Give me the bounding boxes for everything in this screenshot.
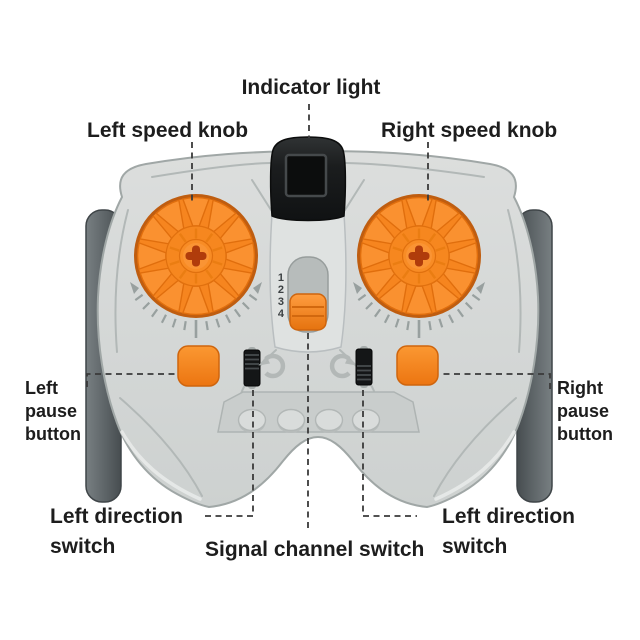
label-line: Left direction: [50, 505, 184, 528]
label-line: button: [557, 424, 613, 444]
stud: [237, 408, 267, 434]
right-direction-switch-control: [355, 346, 373, 388]
channel-number: 4: [278, 308, 285, 320]
right-pause-button-control: [396, 345, 439, 386]
indicator-light-window: [284, 153, 328, 198]
leader-right-pause-button: [439, 373, 551, 389]
leader-left-direction-switch: [205, 390, 254, 517]
label-line: Right: [557, 378, 603, 398]
label-right-pause-button: Right pause button: [557, 377, 613, 446]
channel-number: 2: [278, 284, 284, 296]
leader-right-direction-switch: [362, 390, 417, 517]
stud: [351, 408, 381, 434]
label-left-pause-button: Left pause button: [25, 377, 81, 446]
leader-left-pause-button: [86, 373, 179, 387]
label-line: switch: [442, 535, 508, 558]
label-line: switch: [50, 535, 116, 558]
label-left-speed-knob: Left speed knob: [87, 119, 249, 142]
label-right-speed-knob: Right speed knob: [381, 119, 558, 142]
lobe-highlight-lines: [120, 430, 516, 501]
stud: [314, 408, 344, 434]
cw-rotation-icon: [329, 353, 357, 379]
label-line: pause: [557, 401, 610, 421]
channel-selector: 1 2 3 4: [269, 213, 347, 353]
label-indicator-light: Indicator light: [241, 76, 381, 99]
label-left-direction-switch: Left direction switch: [50, 502, 183, 562]
ccw-rotation-icon: [258, 353, 286, 379]
channel-number: 1: [278, 272, 284, 284]
left-direction-switch-control: [243, 347, 261, 389]
label-line: button: [25, 424, 81, 444]
left-pause-button-control: [177, 345, 220, 387]
left-speed-knob-dial: [134, 194, 258, 318]
stud: [276, 408, 306, 434]
label-signal-channel-switch: Signal channel switch: [205, 538, 425, 561]
label-line: Left direction: [442, 505, 576, 528]
channel-slider-knob: [289, 293, 327, 331]
label-right-direction-switch: Left direction switch: [442, 502, 575, 562]
indicator-light-housing: [269, 136, 347, 222]
right-speed-knob-dial: [357, 194, 481, 318]
label-line: Left: [25, 378, 58, 398]
channel-number: 3: [278, 296, 284, 308]
label-line: pause: [25, 401, 78, 421]
